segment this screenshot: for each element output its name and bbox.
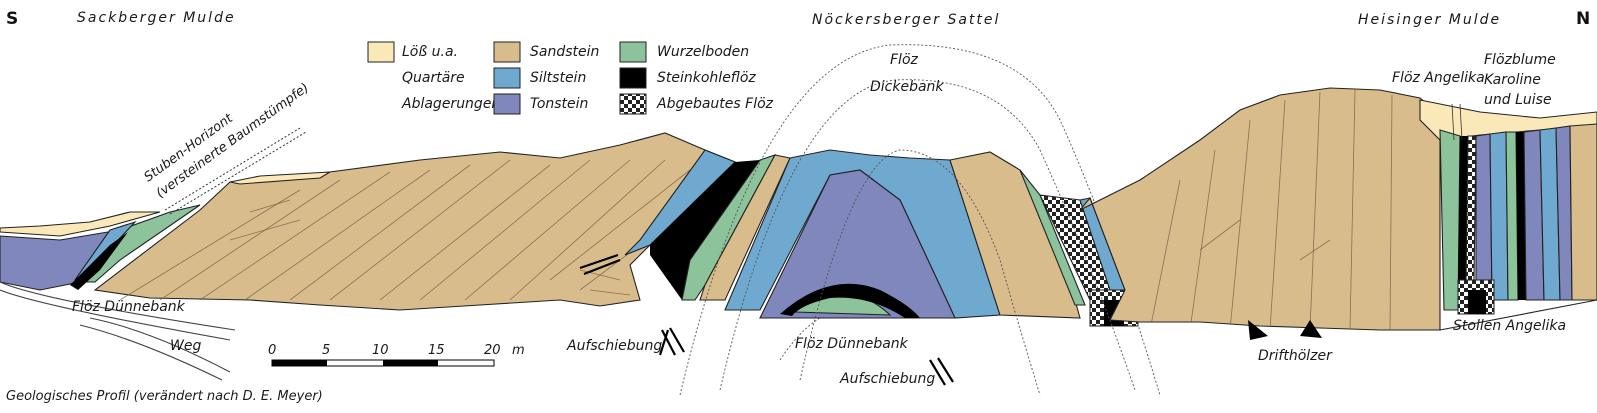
road-lines [0,281,236,381]
legend-swatch-siltstone [493,67,521,89]
legend-label-rootbed: Wurzelboden [657,44,749,60]
gallery-portal-angelika [1457,279,1495,315]
left-section [0,127,736,311]
scale-tick-0: 0 [268,343,276,358]
rootbed-right-2 [1505,131,1519,301]
seam-duennebank-center-label: Flöz Dünnebank [795,336,909,352]
legend-swatch-sandstone [493,41,521,63]
legend-label-loess-3: Ablagerungen [401,96,500,112]
coal-seam-left [70,232,128,290]
seam-dickebank-label-1: Flöz [890,52,919,68]
legend-swatch-loess [367,41,395,63]
stump-horizon-line-2 [169,131,307,215]
sandstone-right-body [1079,87,1441,331]
region-left-label: Sackberger Mulde [77,10,236,26]
scale-unit: m [512,343,525,358]
coal-seam-limb-left [650,160,760,300]
sandstone-limb-left [699,154,791,301]
rootbed-flank-right [1019,169,1086,306]
legend-swatch-rootbed [619,41,647,63]
figure-caption: Geologisches Profil (verändert nach D. E… [6,389,323,404]
seam-dickebank-label-2: Dickebank [870,79,944,95]
loess-cover-left [0,211,161,237]
coal-right-2 [1516,132,1526,300]
angelika-marker [1451,103,1463,141]
road-label: Weg [170,338,201,354]
ground-right [1439,299,1597,331]
coal-right-1 [1458,136,1468,280]
legend-label-loess-2: Quartäre [402,70,465,86]
seam-flower-label-3: und Luise [1484,92,1552,108]
legend-swatch-claystone [493,93,521,115]
scale-tick-20: 20 [484,343,501,358]
scale-bar: 0 5 10 15 20 m [268,343,525,367]
seam-flower-label-1: Flözblume [1484,52,1556,68]
scale-tick-10: 10 [372,343,389,358]
legend-swatch-coal [619,67,647,89]
scale-tick-15: 15 [428,343,445,358]
legend-label-mined: Abgebautes Flöz [656,96,774,112]
right-section [1079,87,1597,340]
coal-seam-core [780,283,920,318]
rootbed-right-1 [1439,129,1461,311]
region-right-label: Heisinger Mulde [1358,12,1501,28]
driftwood-label: Drifthölzer [1258,348,1333,364]
thrust-left-label: Aufschiebung [566,338,662,354]
sandstone-right-edge [1569,123,1597,301]
legend-label-loess-1: Löß u.a. [402,44,458,60]
driftwood-marker-1 [1248,320,1268,340]
claystone-right-1 [1475,133,1493,301]
anticline-section [579,44,1161,396]
legend-label-siltstone: Siltstein [530,70,586,86]
sandstone-left-body [93,132,736,311]
legend-label-sandstone: Sandstein [530,44,599,60]
mined-right [1465,135,1477,281]
south-marker: S [6,9,18,29]
seam-duennebank-left-label: Flöz Dünnebank [72,299,186,315]
thrust-arrows-center [929,357,954,386]
north-marker: N [1576,9,1590,29]
bedding-right [1149,89,1393,330]
thrust-arrows-left [579,253,685,356]
siltstone-right-1 [1489,131,1509,301]
region-center-label: Nöckersberger Sattel [812,12,1000,28]
driftwood-marker-2 [1300,320,1322,338]
fold-outline-inner-2 [779,317,821,361]
legend-swatch-mined [619,93,647,115]
scale-tick-5: 5 [322,343,330,358]
seam-flower-label-2: Karoline [1484,72,1541,88]
thrust-center-label: Aufschiebung [839,371,935,387]
legend: Löß u.a. Quartäre Ablagerungen Sandstein… [367,41,774,115]
seam-angelika-label: Flöz Angelika [1392,70,1485,86]
gallery-label: Stollen Angelika [1453,318,1566,334]
legend-label-coal: Steinkohleflöz [657,70,756,86]
fold-outline-middle [719,79,1136,391]
claystone-core [759,169,956,319]
siltstone-limb-left [624,149,736,256]
legend-label-claystone: Tonstein [530,96,588,112]
loess-ridge-left [229,171,331,185]
